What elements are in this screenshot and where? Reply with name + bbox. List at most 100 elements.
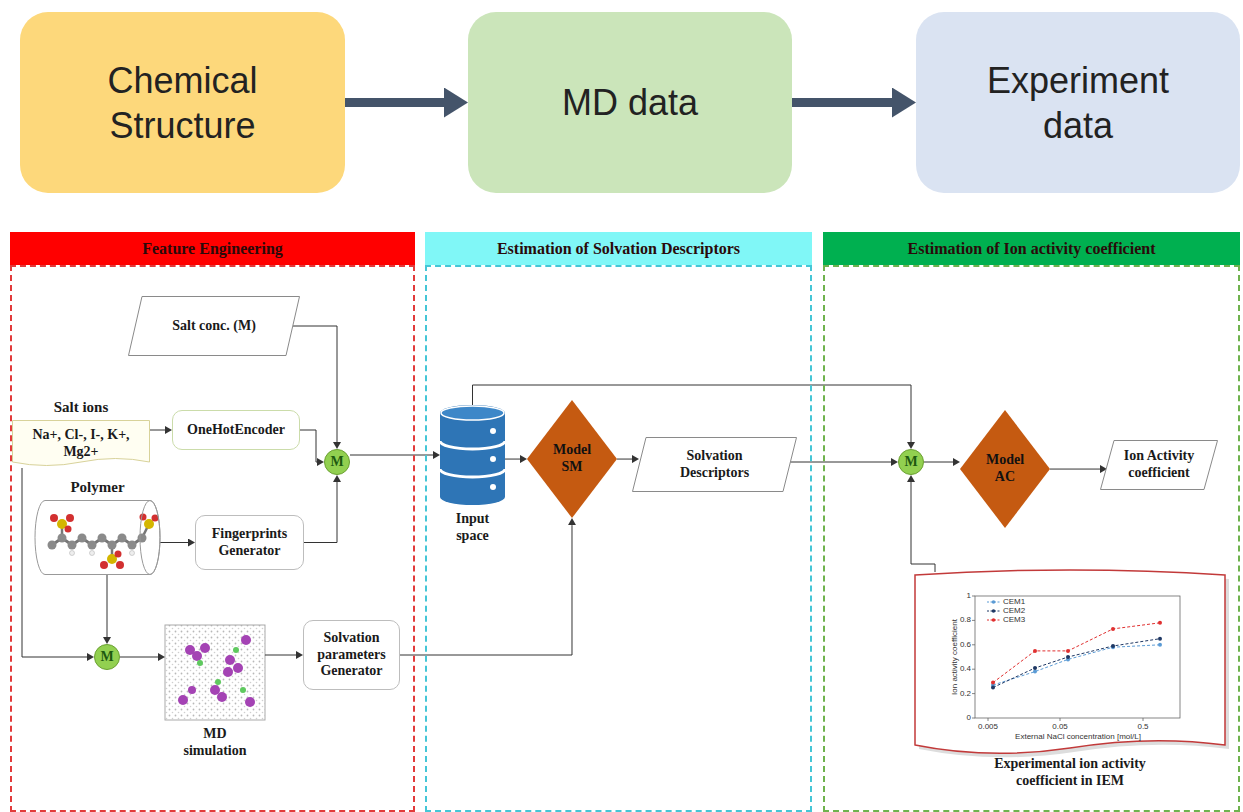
output-parallelogram-body: Ion Activity coefficient <box>1100 440 1218 490</box>
parallelogram-outline <box>129 297 300 356</box>
node-text: Model SM <box>547 442 597 476</box>
chart-drawing-part-part <box>972 669 975 670</box>
stage-text: Chemical Structure <box>53 58 313 148</box>
output-parallelogram: Ion Activity coefficient <box>1100 440 1218 490</box>
connector-line <box>304 482 337 543</box>
stage-box: MD data <box>468 12 792 193</box>
md-box-drawing-part-part <box>241 635 251 645</box>
node-text: M <box>100 649 113 666</box>
chart-drawing-part <box>993 623 1160 683</box>
molecule-drawing-part <box>68 541 77 550</box>
merge-circle: M <box>898 449 924 475</box>
stage-text: MD data <box>562 80 698 125</box>
chart-drawing-part-part <box>972 718 975 719</box>
model-diamond-body: Model AC <box>960 410 1050 528</box>
merge-circle-body: M <box>898 449 924 475</box>
merge-circle: M <box>94 644 120 670</box>
chart-drawing-part <box>992 609 996 613</box>
parallelogram-outline <box>633 438 797 492</box>
chart-drawing-part-part <box>1158 637 1162 641</box>
chart-drawing-part-part <box>1033 666 1037 670</box>
chart-drawing-part-part <box>1033 670 1037 674</box>
experiment-chart-body <box>915 572 1225 750</box>
chart-drawing-part-part <box>991 686 995 690</box>
process-box: OneHotEncoder <box>172 410 300 450</box>
process-box: Fingerprints Generator <box>195 515 304 570</box>
database-top <box>441 406 504 420</box>
node-text: M <box>904 454 917 471</box>
molecule-drawing-part <box>128 541 137 550</box>
panel-border <box>823 265 1240 812</box>
process-box: Solvation parameters Generator <box>303 620 400 690</box>
tick-label: 0.2 <box>960 690 971 698</box>
chart-drawing-part <box>972 596 1143 721</box>
molecule-drawing-part <box>152 515 159 522</box>
node-text: Solvation parameters Generator <box>311 630 393 680</box>
chart-drawing-part <box>993 645 1160 685</box>
flow-arrow <box>345 98 444 107</box>
md-box-drawing-part-part <box>192 651 202 661</box>
md-box-drawing-part <box>197 647 246 693</box>
cylinder-end <box>140 501 160 575</box>
shape-outline <box>440 405 505 505</box>
process-box-body: Solvation parameters Generator <box>303 620 400 690</box>
molecule-drawing-part <box>115 551 122 558</box>
chart-drawing-part <box>987 602 1000 620</box>
database-dot <box>490 428 496 434</box>
molecule-drawing-part <box>58 534 67 543</box>
legend-text: CEM2 <box>1003 607 1025 615</box>
connector-line <box>924 462 953 463</box>
md-box-drawing-part-part <box>233 663 243 673</box>
node-text: M <box>330 454 343 471</box>
chart-drawing-part-part <box>991 681 995 685</box>
stage-text: Experiment data <box>953 58 1203 148</box>
chart-drawing-part-part <box>1111 644 1115 648</box>
md-box-drawing-part-part <box>223 667 233 677</box>
input-parallelogram-body: Salt conc. (M) <box>128 296 300 356</box>
molecule-drawing-part <box>138 534 147 543</box>
molecule-drawing-part <box>48 541 57 550</box>
database-icon-body <box>440 405 505 505</box>
diamond-outline <box>527 400 617 518</box>
molecule-drawing-part <box>118 534 127 543</box>
tick-label: 0.05 <box>1052 723 1068 731</box>
model-diamond: Model AC <box>960 410 1050 528</box>
stage-box-body: MD data <box>468 12 792 193</box>
shape-outline <box>35 500 160 575</box>
legend-text: CEM3 <box>1003 616 1025 624</box>
molecule-drawing-part <box>100 561 108 569</box>
connector-line <box>1050 469 1100 470</box>
tick-label: 0.8 <box>960 616 971 624</box>
chart-drawing-part-part <box>1060 718 1061 721</box>
md-snapshot: MD simulation <box>165 625 265 760</box>
database-dot <box>490 456 496 462</box>
connector-line <box>505 459 520 460</box>
document-box-body: Na+, Cl-, I-, K+, Mg2+ <box>12 420 150 468</box>
md-box-drawing-part-part <box>240 687 246 693</box>
chart-drawing <box>915 570 1229 757</box>
stage-panel: Estimation of Solvation DescriptorsInput… <box>425 232 812 812</box>
molecule-drawing-part <box>98 534 107 543</box>
axis-title: Ion activity coefficient <box>951 619 959 695</box>
chart-drawing-part <box>975 596 1180 718</box>
input-parallelogram: Salt conc. (M) <box>128 296 300 356</box>
document-outline <box>13 421 150 466</box>
molecule-drawing-part <box>88 541 97 550</box>
heading-text: Polymer <box>70 478 124 496</box>
chart-drawing-part-part <box>1158 621 1162 625</box>
flow-arrow <box>792 98 892 107</box>
connector-line <box>350 455 433 456</box>
chart-drawing-part <box>992 618 996 622</box>
connector-line <box>265 655 296 656</box>
md-box-drawing-part-part <box>178 695 188 705</box>
tick-label: 0 <box>967 714 971 722</box>
experiment-chart: Experimental ion activity coefficient in… <box>915 572 1225 790</box>
document-box: Salt ionsNa+, Cl-, I-, K+, Mg2+ <box>12 398 150 468</box>
connector-line <box>617 459 632 460</box>
md-box-drawing-part-part <box>217 692 227 702</box>
md-box-drawing-part-part <box>245 697 255 707</box>
tick-label: 0.6 <box>960 641 971 649</box>
connector-line <box>120 657 158 658</box>
heading-text: Salt ions <box>54 398 109 416</box>
process-box-body: Fingerprints Generator <box>195 515 304 570</box>
